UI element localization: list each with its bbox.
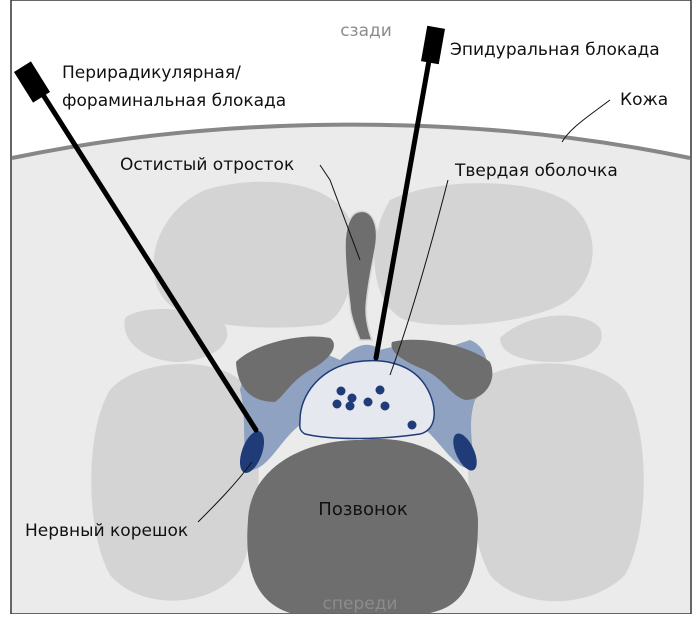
skin-label: Кожа bbox=[620, 90, 668, 110]
front-label: спереди bbox=[323, 594, 398, 614]
muscle-lower-right bbox=[468, 363, 644, 601]
epidural-block-label: Эпидуральная блокада bbox=[450, 40, 660, 60]
muscle-upper-right bbox=[374, 183, 592, 325]
back-label: сзади bbox=[340, 21, 392, 41]
vertebral-body bbox=[247, 439, 478, 613]
periradicular-block-label-line2: фораминальная блокада bbox=[62, 91, 286, 111]
spinous-process-label: Остистый отросток bbox=[120, 155, 294, 175]
dura-label: Твердая оболочка bbox=[454, 161, 618, 181]
muscle-upper-left bbox=[153, 182, 353, 328]
muscle-lower-left bbox=[91, 364, 259, 601]
vertebra-label: Позвонок bbox=[318, 499, 408, 520]
nerve-root-label: Нервный корешок bbox=[25, 521, 188, 541]
periradicular-block-label-line1: Перирадикулярная/ bbox=[62, 63, 241, 83]
